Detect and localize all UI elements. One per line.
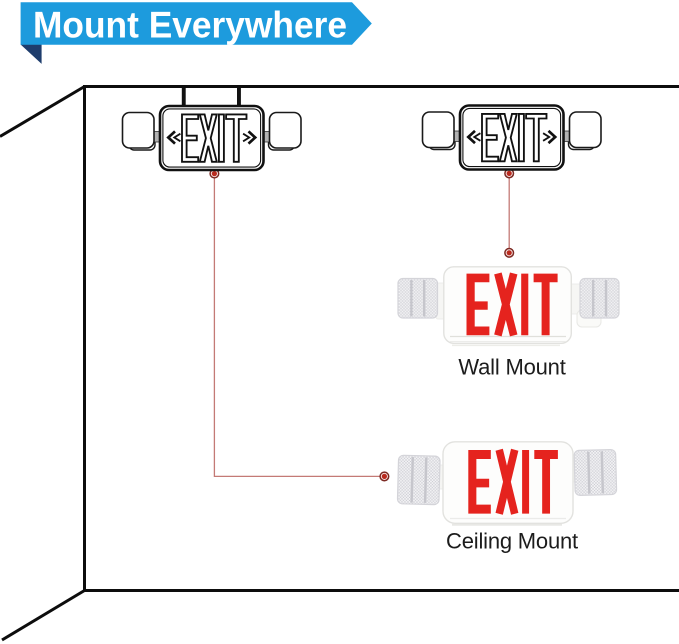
svg-text:Mount Everywhere: Mount Everywhere xyxy=(33,4,347,45)
svg-text:Ceiling Mount: Ceiling Mount xyxy=(446,528,578,553)
svg-text:Wall Mount: Wall Mount xyxy=(458,355,565,380)
